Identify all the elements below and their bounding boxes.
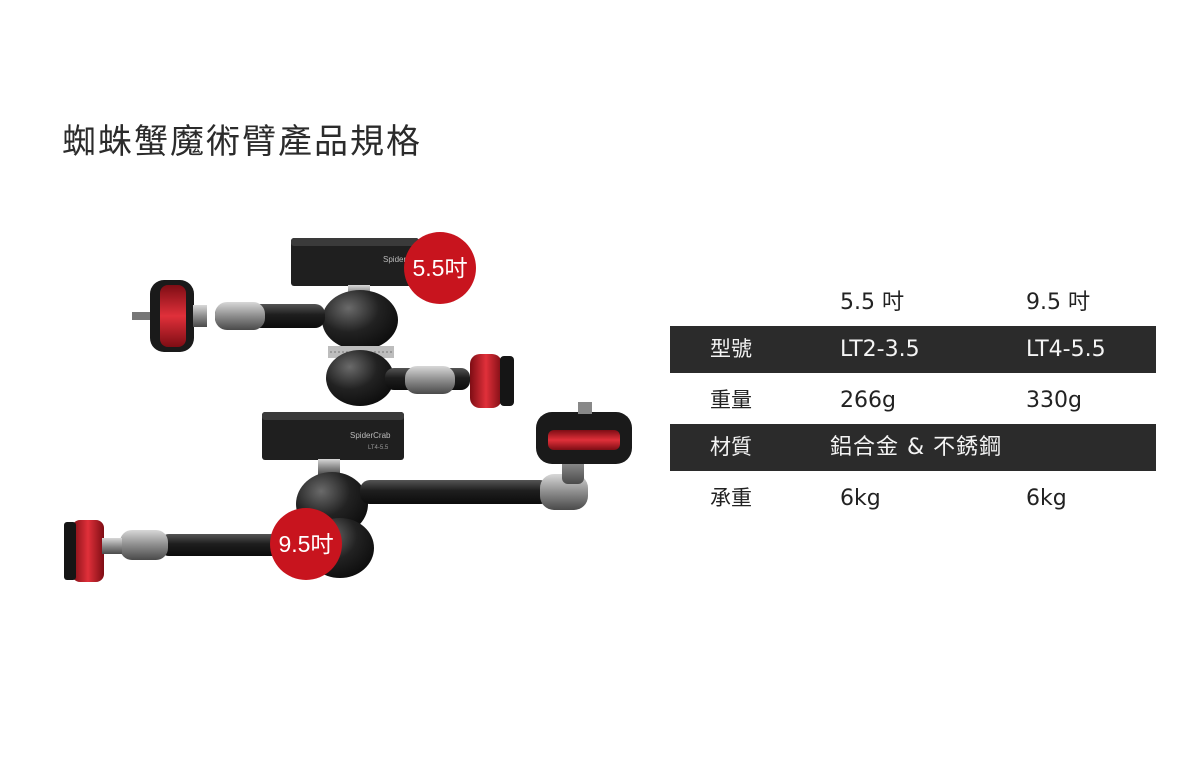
cell-value: LT4-5.5 [1026, 337, 1106, 362]
column-header-5-5: 5.5 吋 [840, 290, 904, 315]
ball-joint [322, 290, 398, 350]
column-header-9-5: 9.5 吋 [1026, 290, 1090, 315]
row-label: 承重 [710, 486, 752, 510]
spec-row-model: 型號 LT2-3.5 LT4-5.5 [670, 326, 1156, 373]
brand-mark: SpiderCrab [383, 255, 424, 264]
magic-arm-5-5: SpiderCrab [132, 238, 514, 408]
size-badge-9-5: 9.5吋 [270, 508, 342, 580]
magic-arm-9-5: SpiderCrab LT4-5.5 [64, 402, 632, 582]
cell-value: 6kg [840, 486, 881, 511]
spec-row-material: 材質 鋁合金 & 不銹鋼 [670, 424, 1156, 471]
row-label: 型號 [710, 337, 752, 361]
row-label: 材質 [710, 435, 752, 459]
model-mark: LT4-5.5 [368, 445, 389, 451]
spec-row-load: 承重 6kg 6kg [670, 475, 1156, 522]
cell-value: 266g [840, 388, 896, 413]
cell-value: 330g [1026, 388, 1082, 413]
row-label: 重量 [710, 388, 752, 412]
page-title: 蜘蛛蟹魔術臂產品規格 [62, 122, 422, 162]
spec-row-weight: 重量 266g 330g [670, 377, 1156, 424]
svg-text:9.5吋: 9.5吋 [279, 531, 334, 557]
spec-table: 5.5 吋 9.5 吋 型號 LT2-3.5 LT4-5.5 重量 266g 3… [670, 280, 1156, 522]
clamp-plate [291, 238, 419, 286]
cell-value: LT2-3.5 [840, 337, 920, 362]
size-badge-5-5: 5.5吋 [404, 232, 476, 304]
brand-mark: SpiderCrab [350, 431, 391, 440]
cell-value: 鋁合金 & 不銹鋼 [830, 435, 1003, 460]
clamp-plate [262, 412, 404, 460]
cell-value: 6kg [1026, 486, 1067, 511]
svg-text:5.5吋: 5.5吋 [413, 255, 468, 281]
spec-header-row: 5.5 吋 9.5 吋 [670, 280, 1156, 326]
